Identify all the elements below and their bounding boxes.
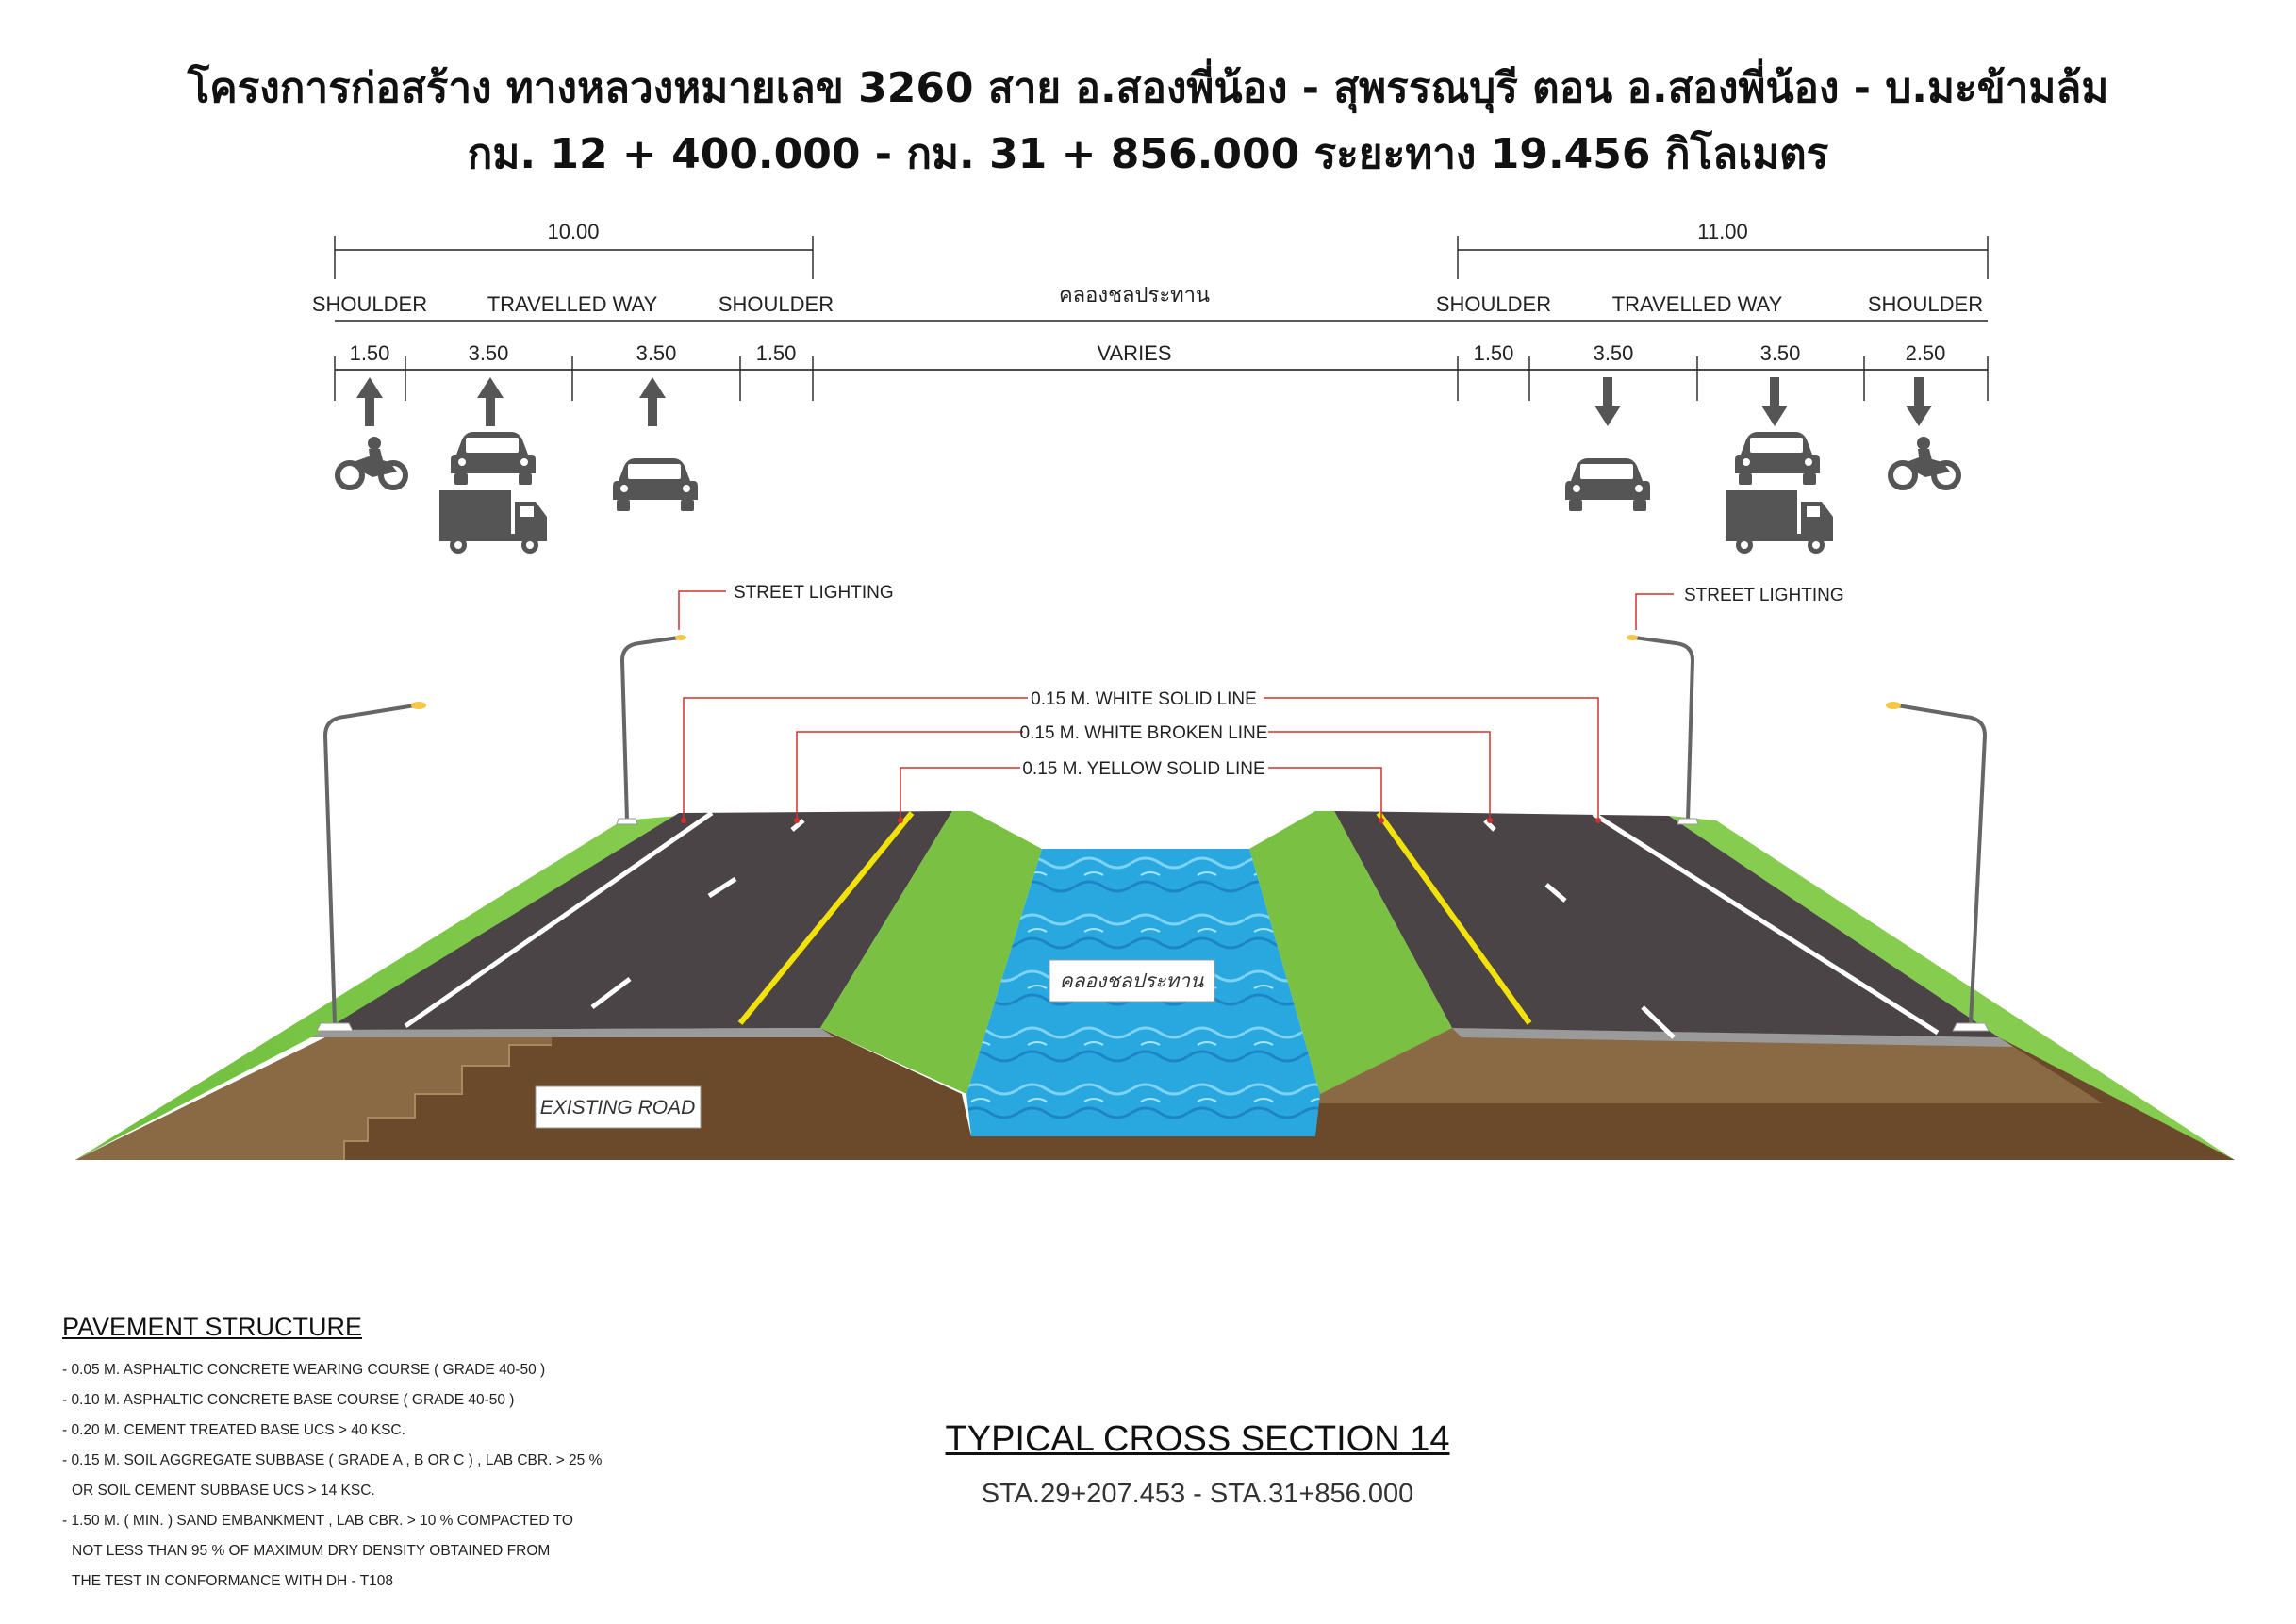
yellow-solid-line [1376, 811, 1532, 1025]
motorcycle-icon [1888, 437, 1961, 490]
white-solid-line [404, 810, 714, 1029]
white-broken-line [1483, 819, 1676, 1039]
left-travelled-way-label: TRAVELLED WAY [487, 292, 658, 316]
width-value: 1.50 [1474, 341, 1514, 365]
right-embankment-grass [1669, 816, 2235, 1160]
canal-dimension-label: คลองชลประทาน [1059, 283, 1210, 307]
left-shoulder-label: SHOULDER [312, 292, 427, 316]
pavement-structure-notes: PAVEMENT STRUCTURE - 0.05 M. ASPHALTIC C… [62, 1313, 741, 1597]
width-value: 3.50 [469, 341, 509, 365]
street-lighting-label-left: STREET LIGHTING [734, 583, 894, 603]
white-solid-line [1592, 811, 1940, 1036]
truck-icon [439, 490, 547, 554]
pavement-line: THE TEST IN CONFORMANCE WITH DH - T108 [72, 1573, 394, 1589]
street-lighting-label-right: STREET LIGHTING [1684, 586, 1844, 605]
direction-arrows [356, 377, 1932, 426]
arrow-down-icon [1761, 377, 1788, 426]
right-travelled-way-label: TRAVELLED WAY [1612, 292, 1783, 316]
left-total-width: 10.00 [547, 220, 599, 243]
car-icon [1565, 458, 1650, 511]
white-broken-line [590, 819, 805, 1009]
pavement-line: NOT LESS THAN 95 % OF MAXIMUM DRY DENSIT… [72, 1543, 551, 1559]
motorcycle-icon [335, 437, 408, 490]
arrow-up-icon [639, 377, 666, 426]
project-subtitle: กม. 12 + 400.000 - กม. 31 + 856.000 ระยะ… [467, 130, 1829, 178]
left-inner-shoulder-label: SHOULDER [719, 292, 834, 316]
canal-label-box [1049, 959, 1215, 1003]
arrow-down-icon [1906, 377, 1932, 426]
width-value: 2.50 [1906, 341, 1946, 365]
pavement-heading: PAVEMENT STRUCTURE [62, 1313, 363, 1341]
left-embankment-grass [75, 816, 679, 1160]
existing-road [75, 1037, 552, 1160]
dimension-block [334, 236, 1989, 401]
pavement-line: - 0.10 M. ASPHALTIC CONCRETE BASE COURSE… [62, 1392, 515, 1408]
width-value: 1.50 [350, 341, 390, 365]
arrow-up-icon [477, 377, 504, 426]
yellow-solid-line [737, 811, 915, 1025]
yellow-solid-line-label: 0.15 M. YELLOW SOLID LINE [1022, 759, 1264, 779]
width-value-varies: VARIES [1097, 341, 1171, 365]
street-light [1633, 636, 1988, 1024]
arrow-down-icon [1594, 377, 1621, 426]
project-title: โครงการก่อสร้าง ทางหลวงหมายเลข 3260 สาย … [187, 64, 2109, 112]
pavement-line: - 0.15 M. SOIL AGGREGATE SUBBASE ( GRADE… [62, 1452, 603, 1468]
white-solid-line-label: 0.15 M. WHITE SOLID LINE [1031, 689, 1257, 709]
right-shoulder-label: SHOULDER [1868, 292, 1983, 316]
existing-road-label: EXISTING ROAD [540, 1097, 696, 1119]
white-broken-line-label: 0.15 M. WHITE BROKEN LINE [1020, 723, 1268, 743]
pavement-line: - 0.20 M. CEMENT TREATED BASE UCS > 40 K… [62, 1422, 405, 1438]
width-value: 3.50 [636, 341, 677, 365]
pavement-line: OR SOIL CEMENT SUBBASE UCS > 14 KSC. [72, 1483, 375, 1499]
section-station-range: STA.29+207.453 - STA.31+856.000 [981, 1479, 1414, 1509]
truck-icon [1726, 490, 1833, 554]
car-icon [1735, 432, 1820, 485]
width-value: 3.50 [1594, 341, 1634, 365]
right-canal-bank [1249, 811, 1452, 1094]
width-value: 3.50 [1760, 341, 1801, 365]
street-light [322, 636, 680, 1024]
car-icon [451, 432, 536, 485]
width-value: 1.50 [756, 341, 797, 365]
arrow-up-icon [356, 377, 383, 426]
left-canal-bank [820, 811, 1042, 1094]
pavement-line: - 0.05 M. ASPHALTIC CONCRETE WEARING COU… [62, 1362, 546, 1378]
existing-road-label-box [535, 1085, 702, 1129]
right-total-width: 11.00 [1697, 220, 1747, 243]
section-title: TYPICAL CROSS SECTION 14 [945, 1419, 1450, 1459]
road-section [75, 590, 2235, 1160]
right-inner-shoulder-label: SHOULDER [1436, 292, 1551, 316]
canal-label: คลองชลประทาน [1060, 970, 1204, 992]
pavement-line: - 1.50 M. ( MIN. ) SAND EMBANKMENT , LAB… [62, 1513, 573, 1529]
car-icon [613, 458, 698, 511]
